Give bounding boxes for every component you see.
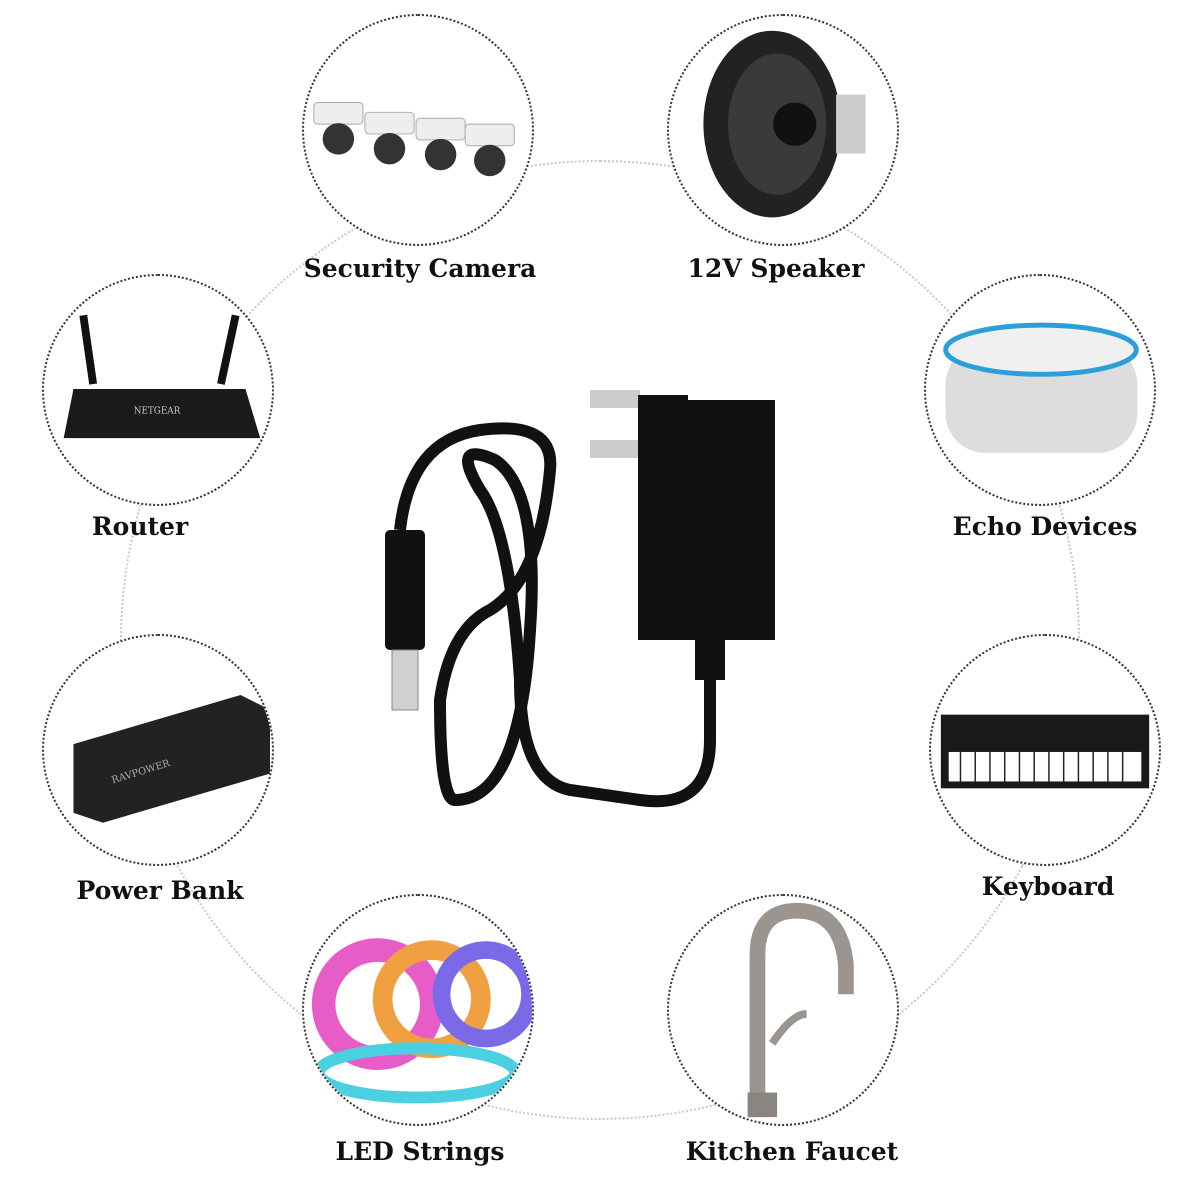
keyboard-circle xyxy=(929,634,1161,866)
label-router: Router xyxy=(91,512,189,541)
faucet-circle xyxy=(667,894,899,1126)
security-camera-circle xyxy=(302,14,534,246)
label-kitchen-faucet: Kitchen Faucet xyxy=(685,1137,899,1166)
power-bank-circle: RAVPOWER xyxy=(42,634,274,866)
speaker-circle xyxy=(667,14,899,246)
echo-circle xyxy=(924,274,1156,506)
faucet-icon xyxy=(747,902,854,1118)
label-led-strings: LED Strings xyxy=(335,1137,505,1166)
echo-device-icon xyxy=(943,322,1139,453)
security-camera-icon xyxy=(313,101,515,177)
router-icon: NETGEAR xyxy=(63,314,261,439)
power-adapter-icon xyxy=(385,390,775,808)
power-bank-icon: RAVPOWER xyxy=(73,694,271,823)
label-12v-speaker: 12V Speaker xyxy=(687,254,865,283)
router-circle: NETGEAR xyxy=(42,274,274,506)
keyboard-icon xyxy=(940,714,1150,789)
led-circle xyxy=(302,894,534,1126)
led-strip-icon xyxy=(311,938,532,1104)
label-keyboard: Keyboard xyxy=(981,872,1115,901)
speaker-icon xyxy=(703,30,866,218)
label-power-bank: Power Bank xyxy=(76,876,244,905)
svg-text:NETGEAR: NETGEAR xyxy=(134,407,181,417)
label-echo-devices: Echo Devices xyxy=(952,512,1138,541)
label-security-camera: Security Camera xyxy=(303,254,537,283)
